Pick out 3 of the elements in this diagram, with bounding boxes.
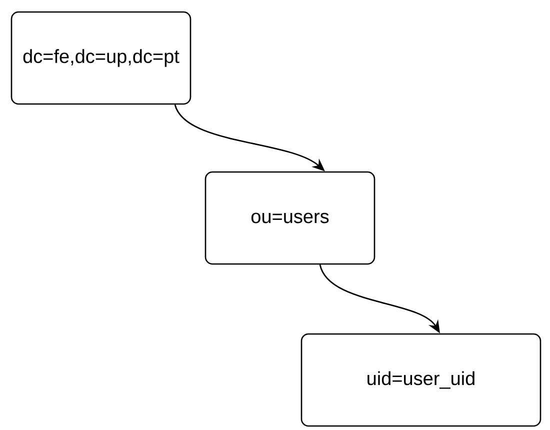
entry-box: dc=fe,dc=up,dc=pt xyxy=(10,11,192,105)
entry-box: uid=user_uid xyxy=(300,333,542,427)
entry-box: ou=users xyxy=(204,171,376,265)
